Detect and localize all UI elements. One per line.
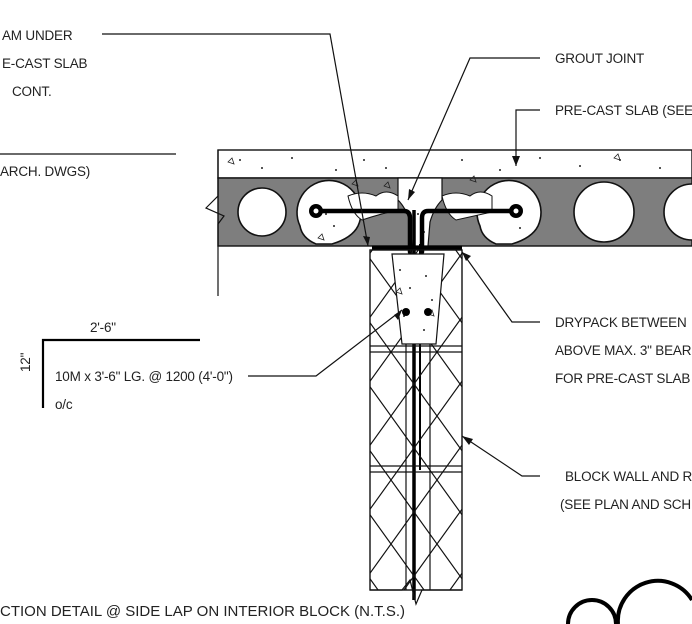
bar-mark-label-line2: o/c	[55, 397, 73, 412]
drypack-label-line3: FOR PRE-CAST SLAB	[555, 371, 690, 386]
block-wall	[369, 249, 463, 606]
beam-label-line1: AM UNDER	[2, 28, 73, 43]
beam-label-line2: E-CAST SLAB	[2, 56, 88, 71]
arch-label: ARCH. DWGS)	[0, 164, 90, 179]
drypack-label-line2: ABOVE MAX. 3" BEAR	[555, 343, 692, 358]
detail-title: CTION DETAIL @ SIDE LAP ON INTERIOR BLOC…	[0, 603, 405, 620]
drypack-label-line1: DRYPACK BETWEEN	[555, 315, 687, 330]
block-wall-label-line1: BLOCK WALL AND R	[565, 469, 692, 484]
detail-bubble	[566, 578, 692, 624]
dim-height-label: 12"	[18, 352, 33, 372]
precast-slab-label: PRE-CAST SLAB (SEE	[555, 103, 692, 118]
dim-width-label: 2'-6"	[90, 320, 116, 335]
bar-mark-label-line1: 10M x 3'-6" LG. @ 1200 (4'-0")	[55, 369, 233, 384]
leader-lines	[0, 33, 540, 477]
bar-shape-sketch	[41, 338, 200, 408]
grout-joint-label: GROUT JOINT	[555, 51, 644, 66]
block-wall-label-line2: (SEE PLAN AND SCH	[560, 497, 691, 512]
beam-label-line3: CONT.	[12, 84, 52, 99]
